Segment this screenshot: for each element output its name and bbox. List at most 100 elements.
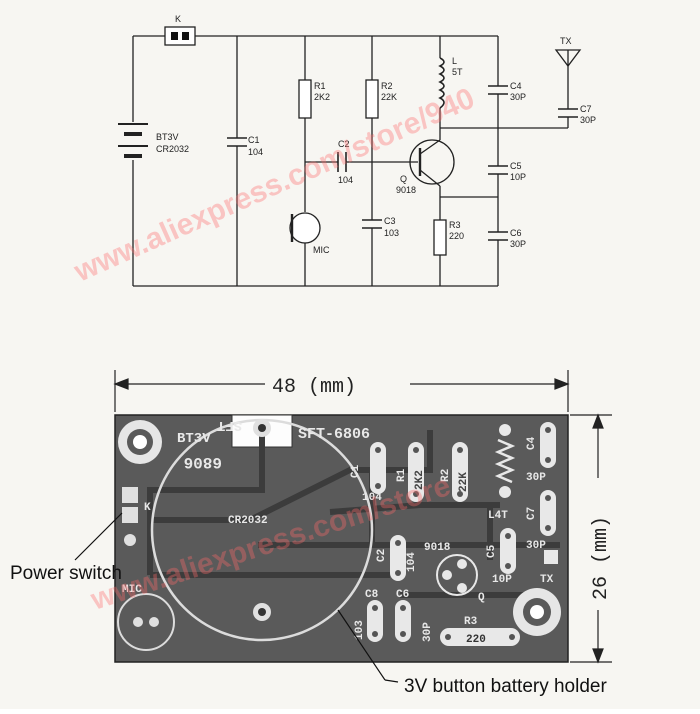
power-switch-leader [74, 512, 123, 561]
c5-value: 10P [510, 172, 526, 182]
c4-value: 30P [510, 92, 526, 102]
pcb-c2-value: 104 [406, 552, 418, 572]
pcb-r3-value: 220 [466, 634, 486, 646]
pcb-battery-label: CR2032 [228, 515, 268, 527]
pcb-q-label: Q [478, 592, 485, 604]
pcb-inductor [494, 438, 516, 484]
c7-symbol [558, 108, 578, 118]
c6-value: 30P [510, 239, 526, 249]
l-value: 5T [452, 67, 463, 77]
c4-symbol [488, 85, 508, 95]
r2-symbol [365, 79, 379, 119]
pcb-inductor-pad-bottom [499, 486, 511, 498]
pcb-r2-value: 22K [458, 472, 470, 492]
c3-symbol [362, 219, 382, 229]
pcb-transistor-outline [436, 554, 478, 596]
power-switch-callout: Power switch [10, 563, 122, 584]
r3-symbol [433, 219, 447, 256]
battery-symbol [118, 123, 148, 158]
r1-value: 2K2 [314, 92, 330, 102]
pcb-c6-value: 30P [422, 622, 434, 642]
switch-symbol [164, 26, 196, 46]
mic-pad-1 [133, 617, 143, 627]
pcb-tx-label: TX [540, 574, 554, 586]
pcb-c7-value: 30P [526, 540, 546, 552]
transistor-emitter [419, 169, 441, 187]
battery-holder-callout: 3V button battery holder [404, 676, 607, 697]
pcb-c7-label: C7 [526, 507, 538, 520]
pcb-sft-mirror: SFT [217, 417, 242, 433]
pcb-c5-label: C5 [486, 544, 498, 558]
switch-pin-left [171, 32, 178, 40]
c5-label: C5 [510, 161, 522, 171]
pcb-r1-value: 2K2 [414, 470, 426, 490]
pcb-tx-pad [544, 550, 558, 564]
inductor-symbol [438, 57, 445, 109]
switch-pad-1 [122, 487, 138, 503]
c7-value: 30P [580, 115, 596, 125]
transistor-body [409, 139, 455, 185]
pcb-c4-value: 30P [526, 472, 546, 484]
c4-label: C4 [510, 81, 522, 91]
pcb-c1-value: 104 [362, 492, 382, 504]
pcb-6806-mirror: 6806 [184, 453, 222, 471]
c2-label: C2 [338, 139, 350, 149]
width-label: 48 (mm) [272, 376, 356, 399]
battery-label-1: BT3V [156, 132, 179, 142]
pcb-c4-label: C4 [526, 436, 538, 450]
pcb-k-label: K [144, 502, 151, 514]
mounting-hole-top-left-center [133, 435, 147, 449]
c2-value: 104 [338, 175, 353, 185]
switch-pin-right [182, 32, 189, 40]
switch-pad-2 [122, 507, 138, 523]
pcb-c8-label: C8 [365, 589, 379, 601]
battery-holder-leader-tail [384, 679, 399, 683]
schematic [132, 35, 582, 287]
pcb-c2-label: C2 [376, 549, 388, 562]
pcb-board-name: SFT-6806 [298, 426, 370, 443]
pcb-c3-value: 103 [354, 620, 366, 640]
pcb-r1-label: R1 [396, 468, 408, 482]
battery-pad-top-hole [258, 424, 266, 432]
width-dimension [113, 370, 570, 412]
height-label: 26 (mm) [590, 516, 613, 600]
l-label: L [452, 56, 457, 66]
switch-pad-3 [124, 534, 136, 546]
r3-label: R3 [449, 220, 461, 230]
pcb-c6-label: C6 [396, 589, 409, 601]
pcb-mic-label: MIC [122, 584, 142, 596]
c3-label: C3 [384, 216, 396, 226]
antenna-symbol [554, 49, 582, 68]
mic-symbol [289, 212, 321, 244]
c5-symbol [488, 165, 508, 175]
q-value: 9018 [396, 185, 416, 195]
c6-label: C6 [510, 228, 522, 238]
pcb-q-part: 9018 [424, 542, 451, 554]
transistor-collector [419, 139, 441, 155]
c1-value: 104 [248, 147, 263, 157]
mounting-hole-bottom-right-center [530, 605, 544, 619]
c7-label: C7 [580, 104, 592, 114]
r2-value: 22K [381, 92, 397, 102]
r2-label: R2 [381, 81, 393, 91]
pad-holes [372, 427, 551, 640]
c6-symbol [488, 231, 508, 241]
height-dimension [570, 413, 612, 664]
switch-label: K [175, 14, 181, 24]
battery-label-2: CR2032 [156, 144, 189, 154]
pcb-c1-label: C1 [350, 464, 362, 478]
r1-label: R1 [314, 81, 326, 91]
c2-symbol [337, 152, 347, 172]
watermark-upper: www.aliexpress.com/store/940 [69, 82, 480, 289]
pcb-l-label: L4T [488, 510, 508, 522]
pcb-transistor-pad-1 [442, 570, 452, 580]
c3-value: 103 [384, 228, 399, 238]
q-label: Q [400, 174, 407, 184]
mic-pad-2 [149, 617, 159, 627]
c1-symbol [227, 137, 247, 147]
pcb-r2-label: R2 [440, 469, 452, 482]
pcb-bt-label: BT3V [177, 431, 211, 447]
c1-label: C1 [248, 135, 260, 145]
